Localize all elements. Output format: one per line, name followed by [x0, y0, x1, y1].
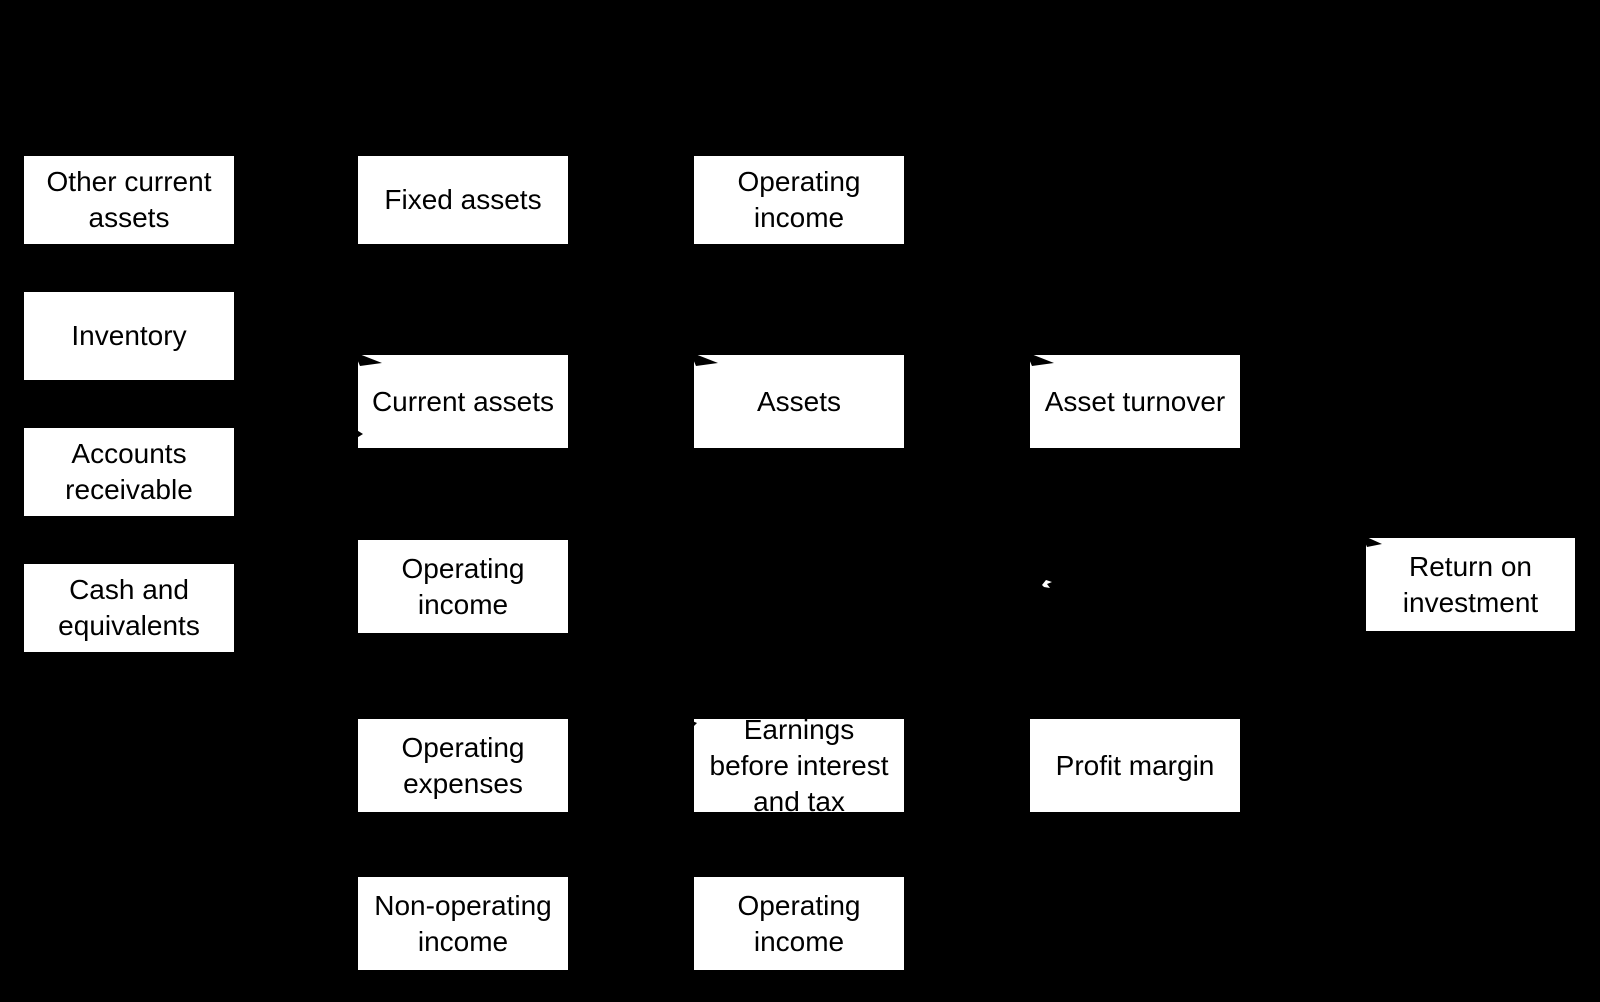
- node-asset-turnover: Asset turnover: [1030, 355, 1240, 448]
- node-cash-and-equivalents: Cash and equivalents: [24, 564, 234, 652]
- node-earnings-before-interest-and-tax: Earnings before interest and tax: [694, 714, 904, 817]
- node-accounts-receivable: Accounts receivable: [24, 428, 234, 516]
- node-assets: Assets: [694, 355, 904, 448]
- node-operating-income-top: Operating income: [694, 156, 904, 244]
- node-non-operating-income: Non-operating income: [358, 877, 568, 970]
- node-operating-income-bottom: Operating income: [694, 877, 904, 970]
- node-profit-margin: Profit margin: [1030, 719, 1240, 812]
- node-operating-income-assets-side: Operating income: [358, 540, 568, 633]
- node-return-on-investment: Return on investment: [1366, 538, 1575, 631]
- junction-arrow-icon: [1042, 580, 1052, 588]
- node-fixed-assets: Fixed assets: [358, 156, 568, 244]
- node-current-assets: Current assets: [358, 355, 568, 448]
- node-other-current-assets: Other current assets: [24, 156, 234, 244]
- node-operating-expenses: Operating expenses: [358, 719, 568, 812]
- node-inventory: Inventory: [24, 292, 234, 380]
